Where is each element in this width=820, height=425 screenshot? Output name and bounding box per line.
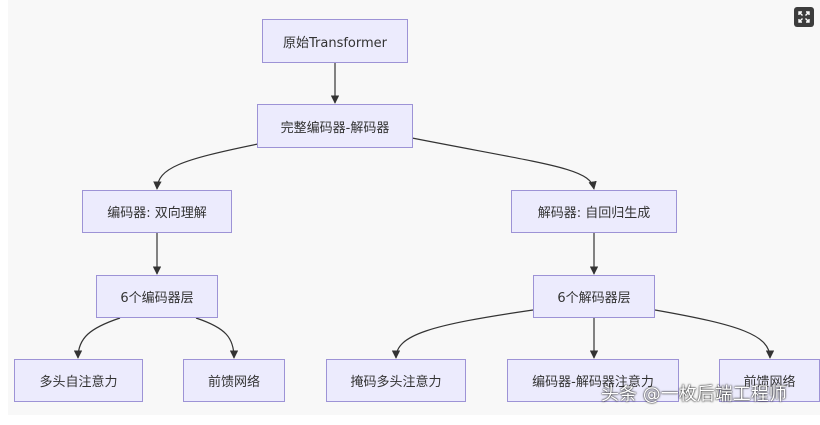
node-multihead-self-attention: 多头自注意力: [14, 359, 143, 402]
node-original-transformer: 原始Transformer: [262, 19, 408, 63]
node-full-encoder-decoder: 完整编码器-解码器: [257, 104, 413, 148]
node-encoder: 编码器: 双向理解: [82, 190, 232, 233]
node-encoder-layers: 6个编码器层: [96, 275, 218, 318]
expand-icon: [798, 11, 810, 23]
node-encoder-decoder-attention: 编码器-解码器注意力: [507, 359, 679, 402]
node-masked-multihead-attention: 掩码多头注意力: [326, 359, 466, 402]
node-decoder-ffn: 前馈网络: [719, 359, 820, 402]
watermark: 头条 @一枚后端工程师: [601, 384, 787, 405]
node-encoder-ffn: 前馈网络: [183, 359, 285, 402]
node-decoder-layers: 6个解码器层: [533, 275, 655, 318]
expand-button[interactable]: [794, 7, 814, 27]
node-decoder: 解码器: 自回归生成: [511, 190, 677, 233]
